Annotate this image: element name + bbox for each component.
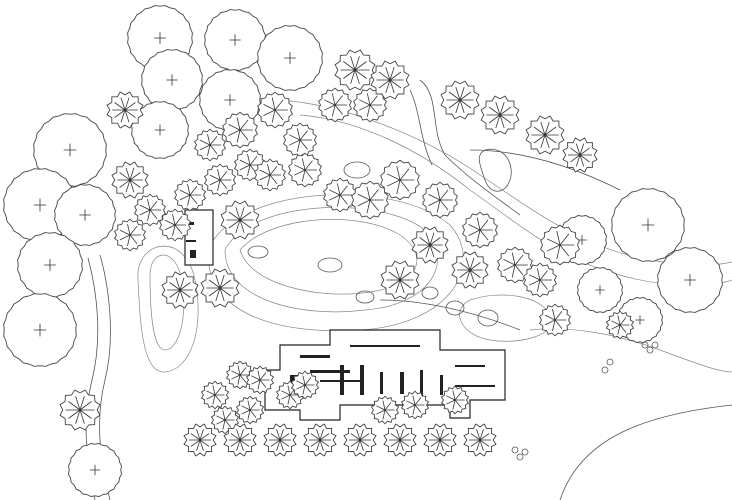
tree-icon <box>257 91 293 129</box>
tree-icon <box>106 91 144 129</box>
tree-icon <box>33 113 107 187</box>
tree-icon <box>411 226 449 264</box>
tree-icon <box>440 385 470 415</box>
tree-icon <box>59 389 101 431</box>
tree-icon <box>223 423 257 457</box>
tree-icon <box>220 200 260 240</box>
stone-icon <box>516 453 524 461</box>
tree-icon <box>254 158 286 192</box>
tree-icon <box>257 25 323 91</box>
tree-icon <box>577 267 623 313</box>
tree-icon <box>204 163 236 197</box>
tree-icon <box>245 365 275 395</box>
tree-icon <box>222 111 258 149</box>
tree-icon <box>480 95 520 135</box>
tree-icon <box>3 293 77 367</box>
tree-icon <box>159 208 191 242</box>
tree-icon <box>235 395 265 425</box>
tree-icon <box>525 115 565 155</box>
tree-icon <box>288 152 322 188</box>
tree-icon <box>423 423 457 457</box>
tree-icon <box>497 246 533 284</box>
tree-icon <box>111 161 149 199</box>
trees <box>3 5 723 497</box>
tree-icon <box>183 423 217 457</box>
tree-icon <box>303 423 337 457</box>
stone-icon <box>651 341 659 349</box>
stone-icon <box>511 446 519 454</box>
tree-icon <box>204 9 266 71</box>
tree-icon <box>562 137 598 173</box>
tree-icon <box>334 49 376 91</box>
tree-icon <box>200 380 230 410</box>
tree-icon <box>462 211 498 249</box>
boulders <box>247 148 512 327</box>
tree-icon <box>161 271 199 309</box>
tree-icon <box>54 184 116 246</box>
tree-icon <box>318 87 352 123</box>
tree-icon <box>200 268 240 308</box>
tree-icon <box>131 101 189 159</box>
tree-icon <box>141 49 203 111</box>
tree-icon <box>370 395 400 425</box>
tree-icon <box>605 310 635 340</box>
tree-icon <box>380 260 420 300</box>
tree-icon <box>174 178 206 212</box>
stone-icon <box>606 358 614 366</box>
tree-icon <box>263 423 297 457</box>
pavilion-building <box>184 209 214 266</box>
tree-icon <box>451 251 489 289</box>
tree-icon <box>283 122 317 158</box>
stone-icon <box>641 341 649 349</box>
tree-icon <box>68 443 122 497</box>
tree-icon <box>611 188 685 262</box>
tree-icon <box>380 159 420 201</box>
tree-icon <box>370 60 410 100</box>
stone-icon <box>646 346 654 354</box>
tree-icon <box>422 181 458 219</box>
tree-icon <box>343 423 377 457</box>
tree-icon <box>134 193 166 227</box>
tree-icon <box>540 224 580 266</box>
tree-icon <box>290 370 320 400</box>
tree-icon <box>440 80 480 120</box>
tree-icon <box>539 303 571 337</box>
tree-icon <box>17 232 83 298</box>
tree-icon <box>657 247 723 313</box>
tree-icon <box>351 180 389 220</box>
tree-icon <box>323 177 357 213</box>
tree-icon <box>463 423 497 457</box>
tree-icon <box>114 218 146 252</box>
stone-icon <box>601 366 609 374</box>
tree-icon <box>194 128 226 162</box>
tree-icon <box>383 423 417 457</box>
tree-icon <box>523 262 557 298</box>
stone-icon <box>521 448 529 456</box>
tree-icon <box>400 390 430 420</box>
